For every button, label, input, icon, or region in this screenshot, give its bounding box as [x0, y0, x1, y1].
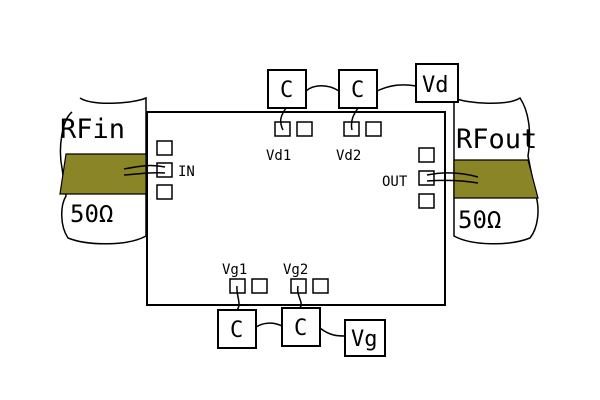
vd-cap-1 — [267, 69, 307, 109]
vg2-wire — [296, 285, 302, 309]
vg1-pad-aux — [251, 278, 268, 294]
in-pad-top — [156, 140, 173, 156]
out-bond-wire-2 — [426, 179, 479, 184]
vg2-pad-aux — [312, 278, 329, 294]
rfin-port: RFin 50Ω — [59, 96, 147, 245]
vg1-label: Vg1 — [222, 262, 247, 278]
out-pad-signal — [418, 170, 435, 186]
vd-supply-box — [415, 63, 459, 103]
vg-supply-box — [344, 319, 386, 357]
vd-supply-label: Vd — [422, 73, 449, 98]
in-pad-bottom — [156, 184, 173, 200]
rfin-outline — [59, 96, 147, 245]
vg2-label: Vg2 — [283, 262, 308, 278]
vd2-label: Vd2 — [336, 148, 361, 164]
out-pad-top — [418, 147, 435, 163]
vd2-wire — [350, 107, 359, 131]
vg-wire-cap1-cap2 — [255, 322, 283, 328]
rfin-impedance: 50Ω — [70, 200, 113, 228]
chip-body — [146, 111, 446, 306]
in-bond-wire-1 — [123, 164, 166, 170]
vg-cap-2 — [281, 307, 321, 347]
out-pad-bottom — [418, 193, 435, 209]
rfout-label: RFout — [456, 124, 537, 155]
vd-cap-1-label: C — [280, 78, 293, 103]
in-pad-signal — [156, 162, 173, 178]
rfout-port: RFout 50Ω — [453, 96, 539, 245]
vd2-pad-aux — [365, 121, 382, 137]
vg-wire-cap2-supply — [319, 327, 346, 337]
vd1-label: Vd1 — [266, 148, 291, 164]
vg1-wire — [236, 285, 240, 311]
out-bond-wire-1 — [426, 172, 479, 178]
rfin-label: RFin — [60, 114, 125, 145]
out-label: OUT — [382, 174, 408, 190]
vd1-pad-aux — [296, 121, 313, 137]
vd1-wire — [279, 107, 287, 131]
vd-cap-2-label: C — [351, 78, 364, 103]
in-label: IN — [178, 164, 195, 180]
vd-wire-cap2-supply — [376, 84, 417, 92]
rfout-impedance: 50Ω — [458, 206, 501, 234]
vg-cap-1-label: C — [230, 318, 243, 343]
vd-wire-cap1-cap2 — [305, 85, 340, 92]
in-bond-wire-2 — [123, 172, 166, 176]
vg-supply-label: Vg — [351, 327, 378, 352]
rfout-microstrip — [453, 159, 539, 199]
vg-cap-2-label: C — [294, 316, 307, 341]
